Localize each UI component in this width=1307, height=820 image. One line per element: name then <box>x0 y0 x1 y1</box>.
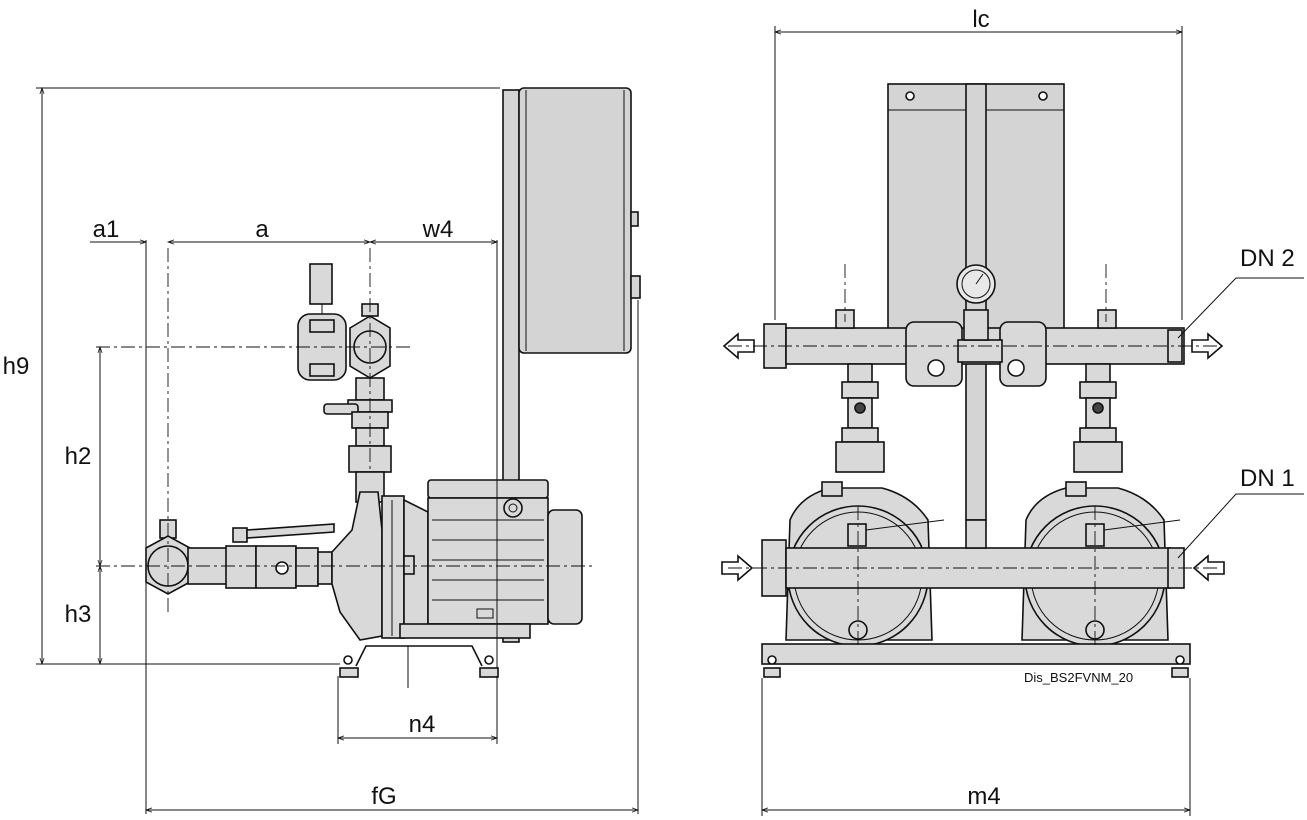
front-view: lc m4 DN 2 DN 1 Dis_BS2FVNM_20 <box>721 6 1304 816</box>
front-pump-left <box>785 363 945 647</box>
dim-label-h3: h3 <box>65 601 92 628</box>
dn1-leader <box>1177 493 1304 559</box>
side-motor <box>399 479 583 639</box>
label-dn2: DN 2 <box>1240 245 1295 272</box>
side-suction-pipework <box>145 519 335 595</box>
side-base <box>339 645 499 688</box>
drawing-code: Dis_BS2FVNM_20 <box>1024 670 1133 685</box>
dim-label-h2: h2 <box>65 443 92 470</box>
label-dn1: DN 1 <box>1240 465 1295 492</box>
dim-label-h9: h9 <box>3 353 30 380</box>
dn2-leader <box>1177 277 1304 339</box>
dim-label-lc: lc <box>972 6 989 33</box>
dim-label-a: a <box>255 216 269 243</box>
dim-label-fg: fG <box>371 783 396 810</box>
front-pump-right <box>1021 363 1181 647</box>
dim-label-n4: n4 <box>409 711 436 738</box>
dim-label-w4: w4 <box>422 216 454 243</box>
dim-label-a1: a1 <box>93 216 120 243</box>
side-view: a1 a w4 h9 h2 h3 n4 fG <box>3 86 641 814</box>
front-base <box>761 643 1191 678</box>
side-pressure-switch <box>297 263 347 381</box>
dim-label-m4: m4 <box>967 783 1000 810</box>
